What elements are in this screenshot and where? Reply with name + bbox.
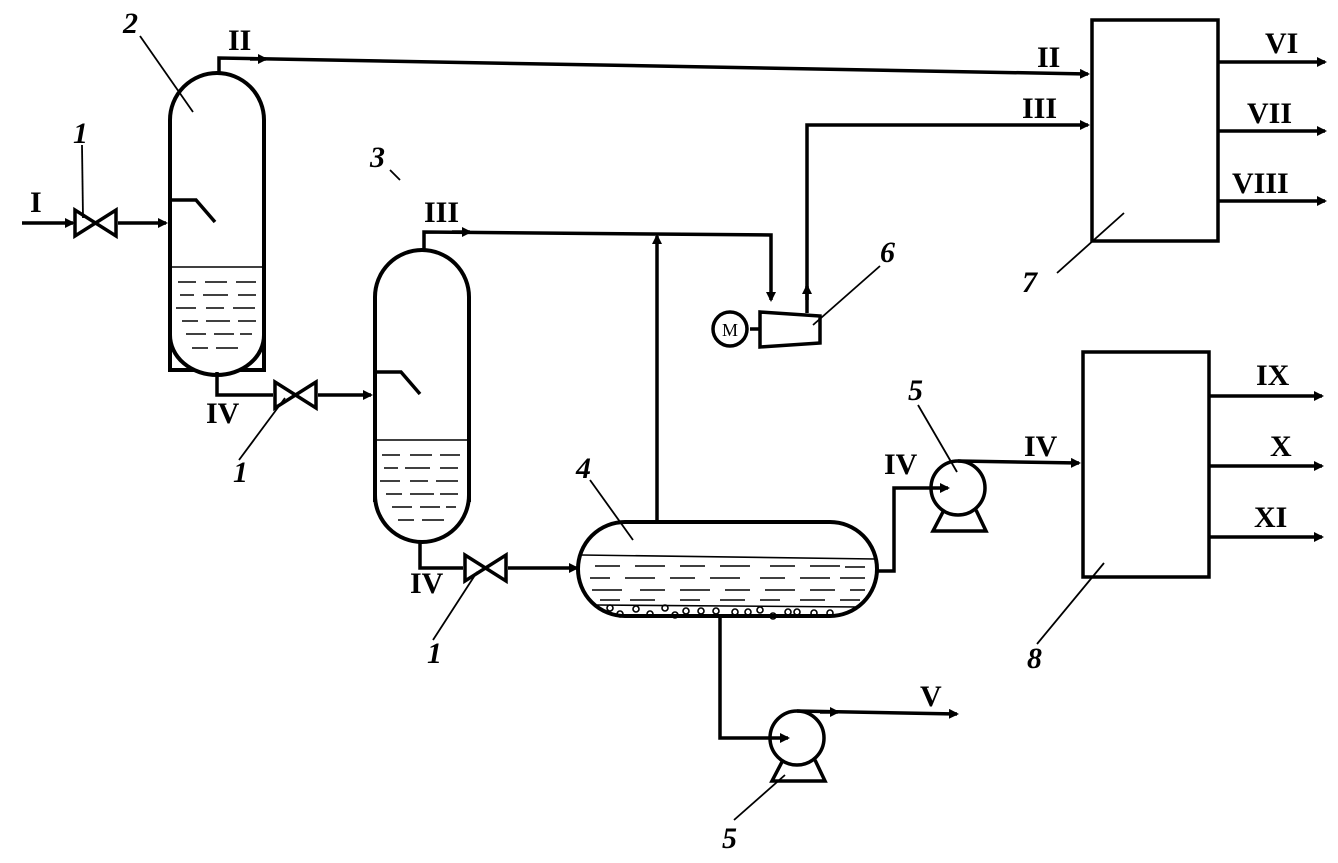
stream-label-III-in: III [1022,92,1057,125]
separator-2 [168,71,266,377]
unit-7 [1090,18,1220,243]
piping [22,54,1327,743]
liquid-level-2 [176,281,256,349]
separator-3 [373,248,471,544]
stream-label-VI: VI [1265,27,1298,60]
stream-label-IV-b: IV [410,567,444,600]
label-equipment-1-a: 1 [73,117,88,150]
label-equipment-1-c: 1 [427,637,442,670]
stream-label-IX: IX [1256,359,1290,392]
stream-label-VII: VII [1247,97,1292,130]
stream-label-VIII: VIII [1232,167,1289,200]
label-equipment-5-bottom: 5 [722,822,737,855]
label-equipment-8: 8 [1027,642,1042,675]
label-equipment-1-b: 1 [233,456,248,489]
stream-label-IV-d: IV [1024,430,1058,463]
stream-label-X: X [1270,430,1292,463]
motor-label: M [722,320,738,340]
label-equipment-3: 3 [369,141,385,174]
stream-label-III-out: III [424,196,459,229]
motor-icon: M [711,310,749,348]
liquid-level-3 [380,454,460,521]
valve-1-a [73,206,118,240]
solids-layer-4 [606,604,834,620]
stream-label-V: V [920,680,942,713]
unit-8 [1081,350,1211,579]
stream-label-XI: XI [1254,501,1287,534]
label-equipment-5-right: 5 [908,374,923,407]
stream-label-IV-c: IV [884,448,918,481]
label-equipment-2: 2 [122,7,138,40]
compressor-6: M [711,310,822,349]
pump-5-bottom [768,709,828,783]
valve-1-c [463,551,508,585]
label-equipment-6: 6 [880,236,895,269]
stream-label-IV-a: IV [206,397,240,430]
stream-label-II-out: II [228,24,251,57]
valve-1-b [273,378,318,412]
settler-4 [576,520,879,620]
leader-lines [81,35,1125,821]
pump-5-right [929,459,989,533]
stream-label-I: I [30,186,42,219]
label-equipment-4: 4 [575,452,591,485]
liquid-level-4 [590,565,865,608]
label-equipment-7: 7 [1022,266,1038,299]
stream-label-II-in: II [1037,41,1060,74]
